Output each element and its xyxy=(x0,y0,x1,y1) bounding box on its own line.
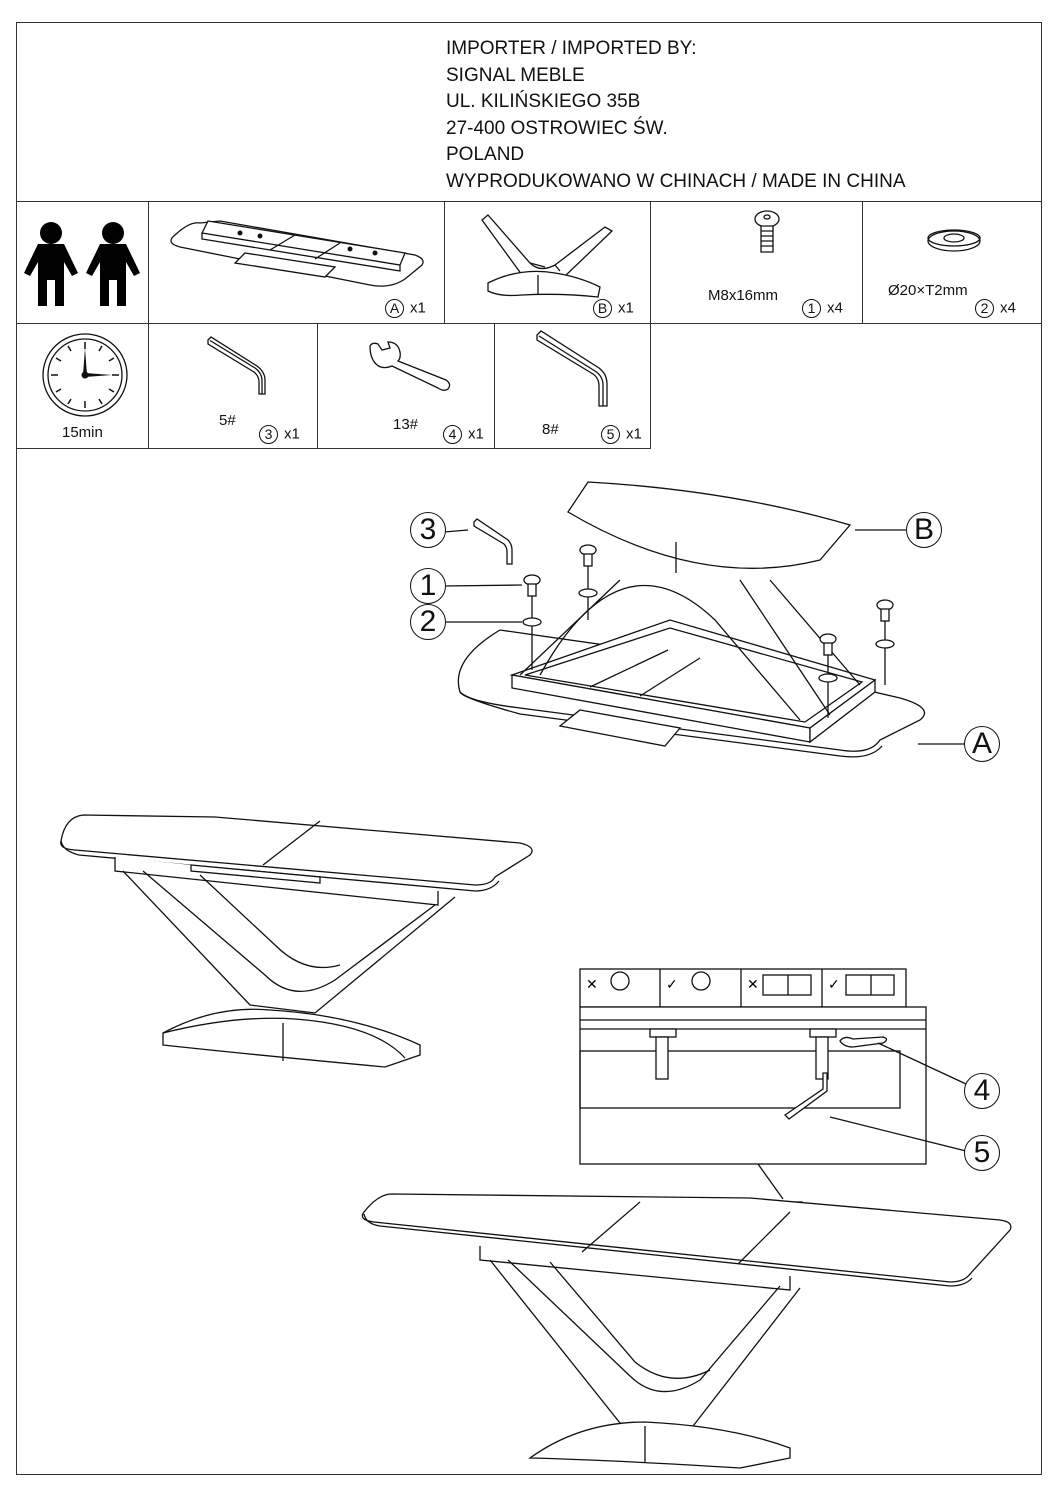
cell-divider xyxy=(650,201,651,448)
tool-3-label: 3 x1 xyxy=(259,425,300,444)
page-frame xyxy=(16,22,1042,1475)
part-b-qty: x1 xyxy=(618,299,634,317)
table-top-frame-icon xyxy=(170,220,424,287)
callout-1: 1 xyxy=(410,568,446,604)
bolt-icon xyxy=(522,544,895,718)
wrong-mark-icon: ✕ xyxy=(747,976,759,992)
allen-key-icon xyxy=(536,330,608,407)
tool-5-qty: x1 xyxy=(626,425,642,443)
wrench-icon xyxy=(369,341,451,391)
tools-row-bottom xyxy=(16,448,651,449)
part-1-qty: x4 xyxy=(827,299,843,317)
callout-4: 4 xyxy=(964,1073,1000,1109)
part-2-qty: x4 xyxy=(1000,299,1016,317)
tool-3-size: 5# xyxy=(219,412,236,429)
cell-divider xyxy=(317,323,318,448)
part-2-label: 2 x4 xyxy=(975,299,1016,318)
part-2-spec: Ø20×T2mm xyxy=(888,282,968,299)
header-divider xyxy=(16,201,1042,202)
tool-5-label: 5 x1 xyxy=(601,425,642,444)
part-a-id: A xyxy=(385,299,404,318)
assembly-step-diagram xyxy=(443,481,965,758)
part-1-label: 1 x4 xyxy=(802,299,843,318)
extended-table-drawing xyxy=(361,1193,1012,1469)
tool-5-size: 8# xyxy=(542,421,559,438)
allen-key-icon xyxy=(207,336,266,395)
tool-4-id: 4 xyxy=(443,425,462,444)
callout-a: A xyxy=(964,726,1000,762)
importer-info: IMPORTER / IMPORTED BY: SIGNAL MEBLE UL.… xyxy=(446,36,906,196)
importer-line: POLAND xyxy=(446,144,525,166)
tool-3-id: 3 xyxy=(259,425,278,444)
cell-divider xyxy=(444,201,445,323)
part-1-id: 1 xyxy=(802,299,821,318)
washer-icon xyxy=(927,229,981,252)
part-b-id: B xyxy=(593,299,612,318)
assembled-table-drawing xyxy=(60,814,533,1068)
bolt-icon xyxy=(754,210,780,253)
assembly-time: 15min xyxy=(62,424,103,441)
tool-3-qty: x1 xyxy=(284,425,300,443)
callout-2: 2 xyxy=(410,604,446,640)
part-1-spec: M8x16mm xyxy=(708,287,779,304)
adjustment-detail-drawing: ✕ ✓ ✕ ✓ xyxy=(579,968,967,1200)
importer-line: IMPORTER / IMPORTED BY: xyxy=(446,38,697,59)
tool-5-id: 5 xyxy=(601,425,620,444)
part-a-qty: x1 xyxy=(410,299,426,317)
two-persons-icon xyxy=(24,222,140,306)
v-shaped-base-icon xyxy=(481,214,614,298)
tool-4-label: 4 x1 xyxy=(443,425,484,444)
tool-4-qty: x1 xyxy=(468,425,484,443)
cell-divider xyxy=(494,323,495,448)
callout-3: 3 xyxy=(410,512,446,548)
wrong-mark-icon: ✕ xyxy=(586,976,598,992)
cell-divider xyxy=(148,201,149,448)
importer-line: WYPRODUKOWANO W CHINACH / MADE IN CHINA xyxy=(446,170,906,192)
part-2-id: 2 xyxy=(975,299,994,318)
cell-divider xyxy=(862,201,863,323)
correct-mark-icon: ✓ xyxy=(828,976,840,992)
importer-line: 27-400 OSTROWIEC ŚW. xyxy=(446,117,668,139)
correct-mark-icon: ✓ xyxy=(666,976,678,992)
clock-icon xyxy=(42,333,128,417)
importer-line: UL. KILIŃSKIEGO 35B xyxy=(446,91,641,113)
importer-line: SIGNAL MEBLE xyxy=(446,64,585,86)
parts-row-divider xyxy=(16,323,1042,324)
callout-b: B xyxy=(906,512,942,548)
tool-4-size: 13# xyxy=(393,416,419,433)
callout-5: 5 xyxy=(964,1135,1000,1171)
